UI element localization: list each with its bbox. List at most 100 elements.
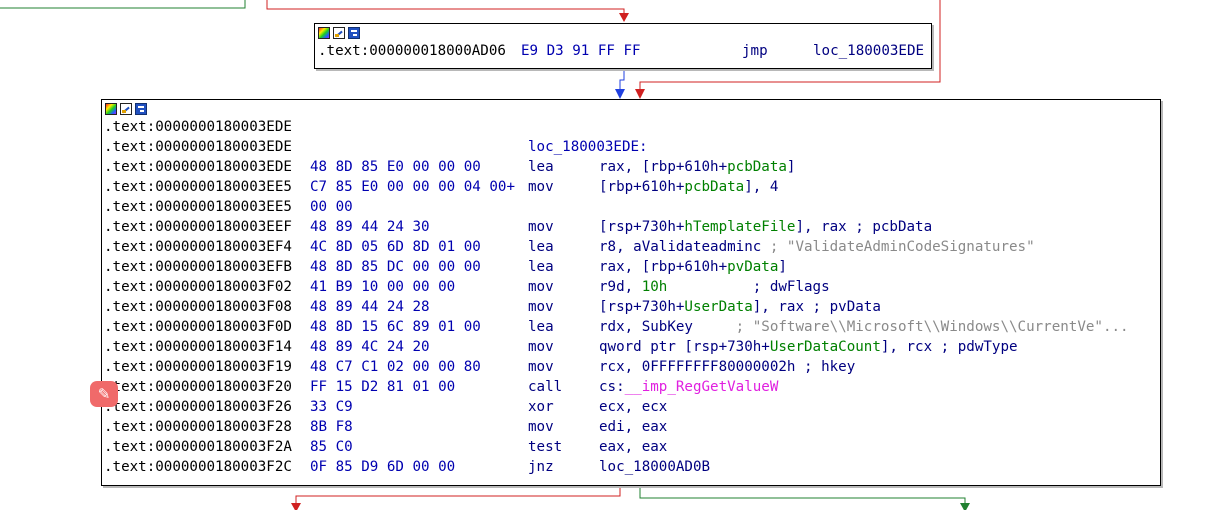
code-block-loc-180003EDE[interactable]: .text:0000000180003EDE.text:000000018000… [101, 99, 1161, 486]
instruction-line[interactable]: .text:0000000180003F20 FF 15 D2 81 01 00 c… [104, 377, 1160, 397]
address: .text:0000000180003EFB [104, 259, 292, 275]
operands[interactable]: ecx, ecx [599, 397, 667, 417]
code-label[interactable]: loc_180003EDE: [528, 139, 648, 155]
instruction-line[interactable]: .text:0000000180003F02 41 B9 10 00 00 00 m… [104, 277, 1160, 297]
edge-arrowhead [615, 89, 625, 99]
address: .text:0000000180003F02 [104, 279, 292, 295]
opcode-bytes: 48 89 44 24 30 [310, 219, 430, 235]
operands[interactable]: loc_18000AD0B [599, 457, 710, 477]
instruction-list: .text:0000000180003EDE.text:000000018000… [102, 117, 1160, 477]
opcode-bytes: 48 89 44 24 28 [310, 299, 430, 315]
mnemonic: mov [528, 179, 554, 195]
operands[interactable]: eax, eax [599, 437, 667, 457]
opcode-bytes: 8B F8 [310, 419, 353, 435]
operand-text: rdx, SubKey [599, 319, 736, 335]
operand-text: edi, eax [599, 419, 668, 435]
operand-text: ; dwFlags [667, 279, 830, 295]
opcode-bytes: 48 8D 15 6C 89 01 00 [310, 319, 481, 335]
opcode-bytes: 33 C9 [310, 399, 353, 415]
edge-red-into-jmp [266, 0, 625, 16]
address: .text:0000000180003EDE [104, 139, 292, 155]
operands[interactable]: rax, [rbp+610h+pvData] [599, 257, 787, 277]
operand-text: ], 4 [744, 179, 779, 195]
instruction-line[interactable]: .text:0000000180003EDE loc_180003EDE: [104, 137, 1160, 157]
symbol-reference[interactable]: pcbData [727, 159, 787, 175]
operands[interactable]: cs:__imp_RegGetValueW [599, 377, 778, 397]
address: .text:0000000180003F19 [104, 359, 292, 375]
symbol-reference[interactable]: hTemplateFile [684, 219, 796, 235]
graph-icon[interactable] [348, 26, 360, 39]
edit-icon[interactable] [120, 102, 132, 115]
instruction-line[interactable]: .text:0000000180003F19 48 C7 C1 02 00 00 … [104, 357, 1160, 377]
address: .text:0000000180003F20 [104, 379, 292, 395]
operands[interactable]: r9d, 10h ; dwFlags [599, 277, 830, 297]
operand-text: r8, aValidateadminc [599, 239, 770, 255]
operands[interactable]: [rsp+730h+hTemplateFile], rax ; pcbData [599, 217, 932, 237]
instruction-line[interactable]: .text:0000000180003EFB 48 8D 85 DC 00 00 … [104, 257, 1160, 277]
instruction-line[interactable]: .text:0000000180003EDE [104, 117, 1160, 137]
operand-text: ], rax ; pcbData [795, 219, 933, 235]
block-header [102, 100, 1160, 117]
opcode-bytes: 48 8D 85 DC 00 00 00 [310, 259, 481, 275]
mnemonic: jmp [742, 43, 768, 59]
code-block-jmp[interactable]: .text:000000018000AD06 E9 D3 91 FF FF jm… [314, 23, 932, 69]
operands[interactable]: r8, aValidateadminc ; "ValidateAdminCode… [599, 237, 1035, 257]
mnemonic: lea [528, 259, 554, 275]
color-palette-icon[interactable] [105, 102, 117, 115]
opcode-bytes: 00 00 [310, 199, 353, 215]
magic-wand-icon[interactable]: ✎ [90, 381, 118, 407]
instruction-line[interactable]: .text:000000018000AD06 E9 D3 91 FF FF jm… [318, 41, 931, 61]
symbol-reference[interactable]: pvData [727, 259, 779, 275]
operands[interactable]: [rbp+610h+pcbData], 4 [599, 177, 778, 197]
address: .text:0000000180003EDE [104, 119, 292, 135]
opcode-bytes: 0F 85 D9 6D 00 00 [310, 459, 456, 475]
edge-green-incoming [0, 0, 246, 9]
symbol-reference[interactable]: pcbData [684, 179, 745, 195]
edge-red-outgoing [295, 486, 621, 510]
mnemonic: mov [528, 279, 554, 295]
operand-text: ] [786, 159, 796, 175]
symbol-reference[interactable]: __imp_RegGetValueW [624, 379, 779, 395]
operand-target-label[interactable]: loc_180003EDE [813, 43, 925, 59]
edit-icon[interactable] [333, 26, 345, 39]
operand-text: [rbp+610h+ [599, 179, 685, 195]
mnemonic: lea [528, 239, 554, 255]
operands[interactable]: edi, eax [599, 417, 667, 437]
operands[interactable]: [rsp+730h+UserData], rax ; pvData [599, 297, 881, 317]
operand-text: ] [778, 259, 787, 275]
opcode-bytes: 48 8D 85 E0 00 00 00 [310, 159, 481, 175]
operand-text: qword ptr [rsp+730h+ [599, 339, 770, 355]
graph-icon[interactable] [135, 102, 147, 115]
operands[interactable]: rdx, SubKey ; "Software\\Microsoft\\Wind… [599, 317, 1129, 337]
edge-arrowhead [291, 503, 301, 510]
operands[interactable]: rcx, 0FFFFFFFF80000002h ; hkey [599, 357, 855, 377]
operands[interactable]: qword ptr [rsp+730h+UserDataCount], rcx … [599, 337, 1018, 357]
color-palette-icon[interactable] [318, 26, 330, 39]
opcode-bytes: 41 B9 10 00 00 00 [310, 279, 456, 295]
edge-arrowhead [960, 503, 970, 510]
symbol-reference[interactable]: 10h [641, 279, 668, 295]
operand-text: r9d, [599, 279, 642, 295]
symbol-reference[interactable]: UserDataCount [769, 339, 881, 355]
operand-text: rcx, 0FFFFFFFF80000002h ; hkey [599, 359, 856, 375]
address: .text:0000000180003EF4 [104, 239, 292, 255]
address: .text:000000018000AD06 [318, 43, 506, 59]
instruction-line[interactable]: .text:0000000180003EF4 4C 8D 05 6D 8D 01 … [104, 237, 1160, 257]
opcode-bytes: FF 15 D2 81 01 00 [310, 379, 456, 395]
operands[interactable]: rax, [rbp+610h+pcbData] [599, 157, 795, 177]
symbol-reference[interactable]: UserData [684, 299, 753, 315]
opcode-bytes: 4C 8D 05 6D 8D 01 00 [310, 239, 481, 255]
mnemonic: xor [528, 399, 554, 415]
opcode-bytes: 48 C7 C1 02 00 00 80 [310, 359, 481, 375]
